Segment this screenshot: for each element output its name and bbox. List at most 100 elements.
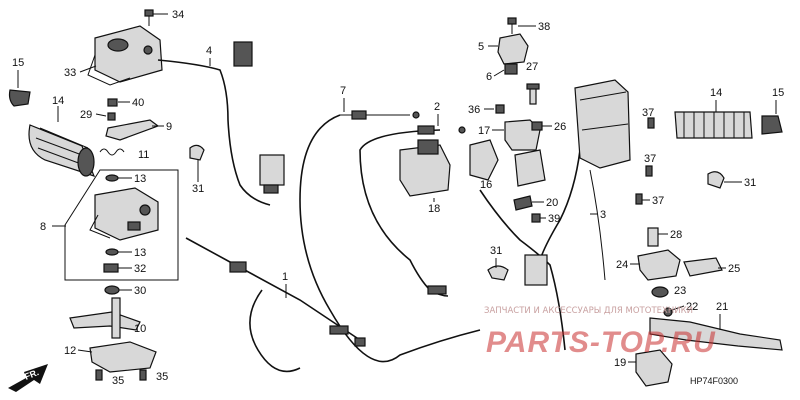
part-24-bracket: [637, 249, 681, 281]
label-19: 19: [614, 357, 626, 369]
watermark: ЗАПЧАСТИ И АКСЕССУАРЫ ДЛЯ МОТОТЕХНИКИ PA…: [484, 306, 716, 359]
part-9-bracket: [105, 119, 160, 141]
part-10-throttle-lever: [69, 297, 141, 339]
part-32-nut: [103, 263, 119, 273]
label-35-a: 35: [112, 375, 124, 387]
label-37-c: 37: [652, 195, 664, 207]
part-14-left-grip: [28, 124, 96, 177]
part-11-spring: [99, 148, 125, 156]
part-33-switch-housing: [87, 25, 163, 86]
part-30-washer: [104, 285, 120, 295]
part-36-bolt: [495, 104, 505, 114]
part-4-wire-harness: [157, 41, 285, 206]
label-33: 33: [64, 67, 76, 79]
label-15-right: 15: [772, 87, 784, 99]
front-direction-arrow: FR.: [8, 364, 48, 392]
part-17-lever-holder: [504, 119, 541, 151]
label-7: 7: [340, 85, 346, 97]
label-21: 21: [716, 301, 728, 313]
part-20-clip: [513, 195, 533, 211]
label-40: 40: [132, 97, 144, 109]
label-14-right: 14: [710, 87, 722, 99]
label-18: 18: [428, 203, 440, 215]
label-26: 26: [554, 121, 566, 133]
label-37-b: 37: [644, 153, 656, 165]
label-8: 8: [40, 221, 46, 233]
label-17: 17: [478, 125, 490, 137]
label-15-left: 15: [12, 57, 24, 69]
label-30: 30: [134, 285, 146, 297]
part-22-pivot: [663, 307, 673, 317]
label-6: 6: [486, 71, 492, 83]
part-14-right-grip: [674, 111, 753, 139]
part-39-screw: [531, 213, 541, 223]
part-12-cover: [89, 341, 157, 373]
label-22: 22: [686, 301, 698, 313]
part-8-group-frame: [64, 169, 179, 281]
label-13-bottom: 13: [134, 247, 146, 259]
part-31-clamp: [189, 144, 205, 161]
label-35-b: 35: [156, 371, 168, 383]
label-31-right: 31: [744, 177, 756, 189]
label-23: 23: [674, 285, 686, 297]
part-35-screw: [95, 369, 147, 381]
label-31-center: 31: [490, 245, 502, 257]
part-8-switch-body: [89, 187, 159, 241]
callouts: 34 33 15 14 29 40 9 11 31 13 8 13 32 30 …: [12, 9, 784, 387]
part-2-choke-cable: [359, 125, 466, 297]
watermark-text: ЗАПЧАСТИ И АКСЕССУАРЫ ДЛЯ МОТОТЕХНИКИ: [484, 306, 693, 316]
label-38: 38: [538, 21, 550, 33]
label-16: 16: [480, 179, 492, 191]
part-29-screw: [107, 112, 116, 121]
label-10: 10: [134, 323, 146, 335]
label-32: 32: [134, 263, 146, 275]
part-switch-housing-right: [574, 79, 631, 169]
label-27: 27: [526, 61, 538, 73]
part-16-switch: [469, 139, 546, 187]
label-36: 36: [468, 104, 480, 116]
label-5: 5: [478, 41, 484, 53]
part-18-switch: [399, 139, 451, 197]
watermark-logo-text: PARTS-TOP.RU: [486, 326, 716, 359]
label-29: 29: [80, 109, 92, 121]
label-11: 11: [138, 149, 149, 161]
part-3-wire-harness: [479, 149, 606, 351]
part-13-washer: [105, 174, 119, 256]
label-9: 9: [166, 121, 172, 133]
label-3: 3: [600, 209, 606, 221]
part-25-lever-cover: [683, 257, 723, 277]
part-34-bolt: [144, 9, 154, 26]
part-21-brake-lever: [649, 317, 783, 351]
part-40-clip: [107, 98, 118, 107]
label-25: 25: [728, 263, 740, 275]
part-31-clamp: [707, 171, 725, 189]
part-19-lever-holder: [635, 349, 673, 387]
label-31-left: 31: [192, 183, 204, 195]
part-15-grip-end: [8, 89, 31, 107]
part-27-screw: [526, 83, 540, 105]
part-15-grip-end: [761, 115, 783, 135]
label-12: 12: [64, 345, 76, 357]
label-2: 2: [434, 101, 440, 113]
part-28-bolt: [647, 227, 659, 247]
label-34: 34: [172, 9, 184, 21]
label-39: 39: [548, 213, 560, 225]
label-28: 28: [670, 229, 682, 241]
part-7-throttle-cable: [299, 110, 481, 363]
label-37-a: 37: [642, 107, 654, 119]
label-4: 4: [206, 45, 212, 57]
part-31-clamp: [487, 265, 509, 281]
part-1-cable: [185, 237, 366, 373]
diagram-code: HP74F0300: [690, 376, 738, 386]
watermark-logo: PARTS-TOP.RU: [486, 326, 716, 359]
label-13-top: 13: [134, 173, 146, 185]
part-37-screw: [635, 117, 655, 205]
part-26-nut: [531, 121, 543, 131]
label-24: 24: [616, 259, 628, 271]
label-14-left: 14: [52, 95, 64, 107]
part-23-nut: [651, 286, 669, 298]
label-1: 1: [282, 271, 288, 283]
label-20: 20: [546, 197, 558, 209]
part-38-bolt: [507, 17, 517, 34]
